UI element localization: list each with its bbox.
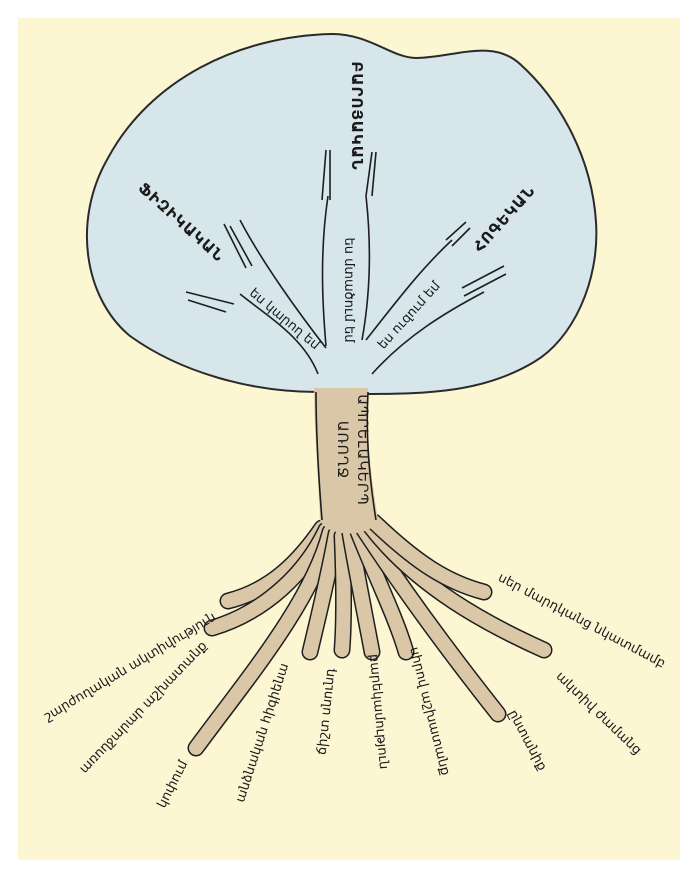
root-5-fill bbox=[342, 536, 344, 650]
trunk-label-line1: ԱՌՈՂՋ bbox=[334, 421, 350, 479]
trunk-label-line2: ԱՊՐԵԼԱԿԵՐՊ bbox=[354, 394, 370, 506]
label-moral: ԲԱՐՈՅԱԿԱՆ bbox=[348, 61, 366, 170]
branch-label-i-think: ես մտածում եմ bbox=[341, 237, 356, 343]
